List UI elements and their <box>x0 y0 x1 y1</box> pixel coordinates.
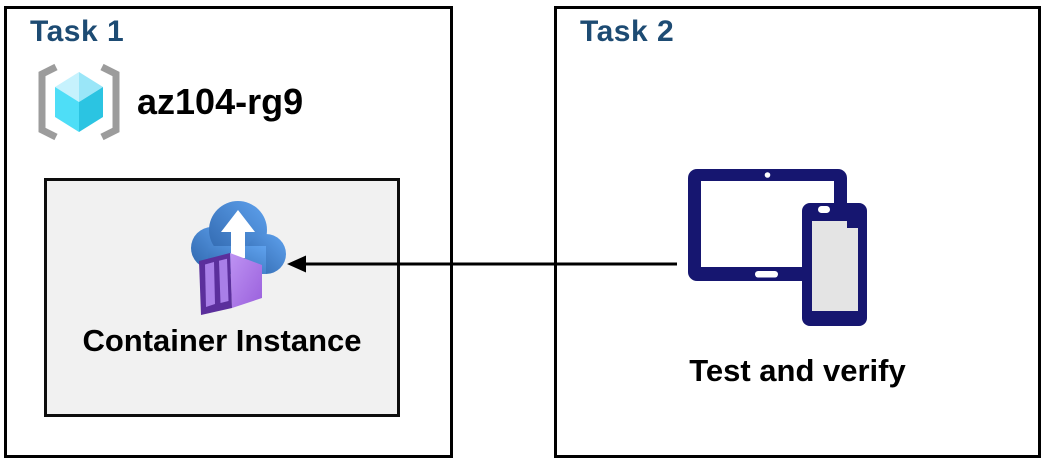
tablet-and-phone-devices-icon <box>688 169 867 326</box>
container-shape <box>199 253 262 315</box>
task1-box: Task 1 az104-rg9 <box>4 6 453 458</box>
phone-icon <box>802 203 867 326</box>
container-instance-label: Container Instance <box>82 323 362 358</box>
task1-title: Task 1 <box>30 15 125 48</box>
resource-group-icon <box>38 63 120 141</box>
resource-group: az104-rg9 <box>35 61 303 143</box>
upload-arrow-icon <box>221 210 255 258</box>
test-and-verify-label: Test and verify <box>689 353 906 388</box>
task2-box: Task 2 Test and verify <box>554 6 1041 458</box>
container-instances-icon <box>191 201 286 315</box>
task2-title: Task 2 <box>580 15 675 48</box>
resource-group-name: az104-rg9 <box>137 81 304 122</box>
container-instance-box: Container Instance <box>44 178 400 417</box>
